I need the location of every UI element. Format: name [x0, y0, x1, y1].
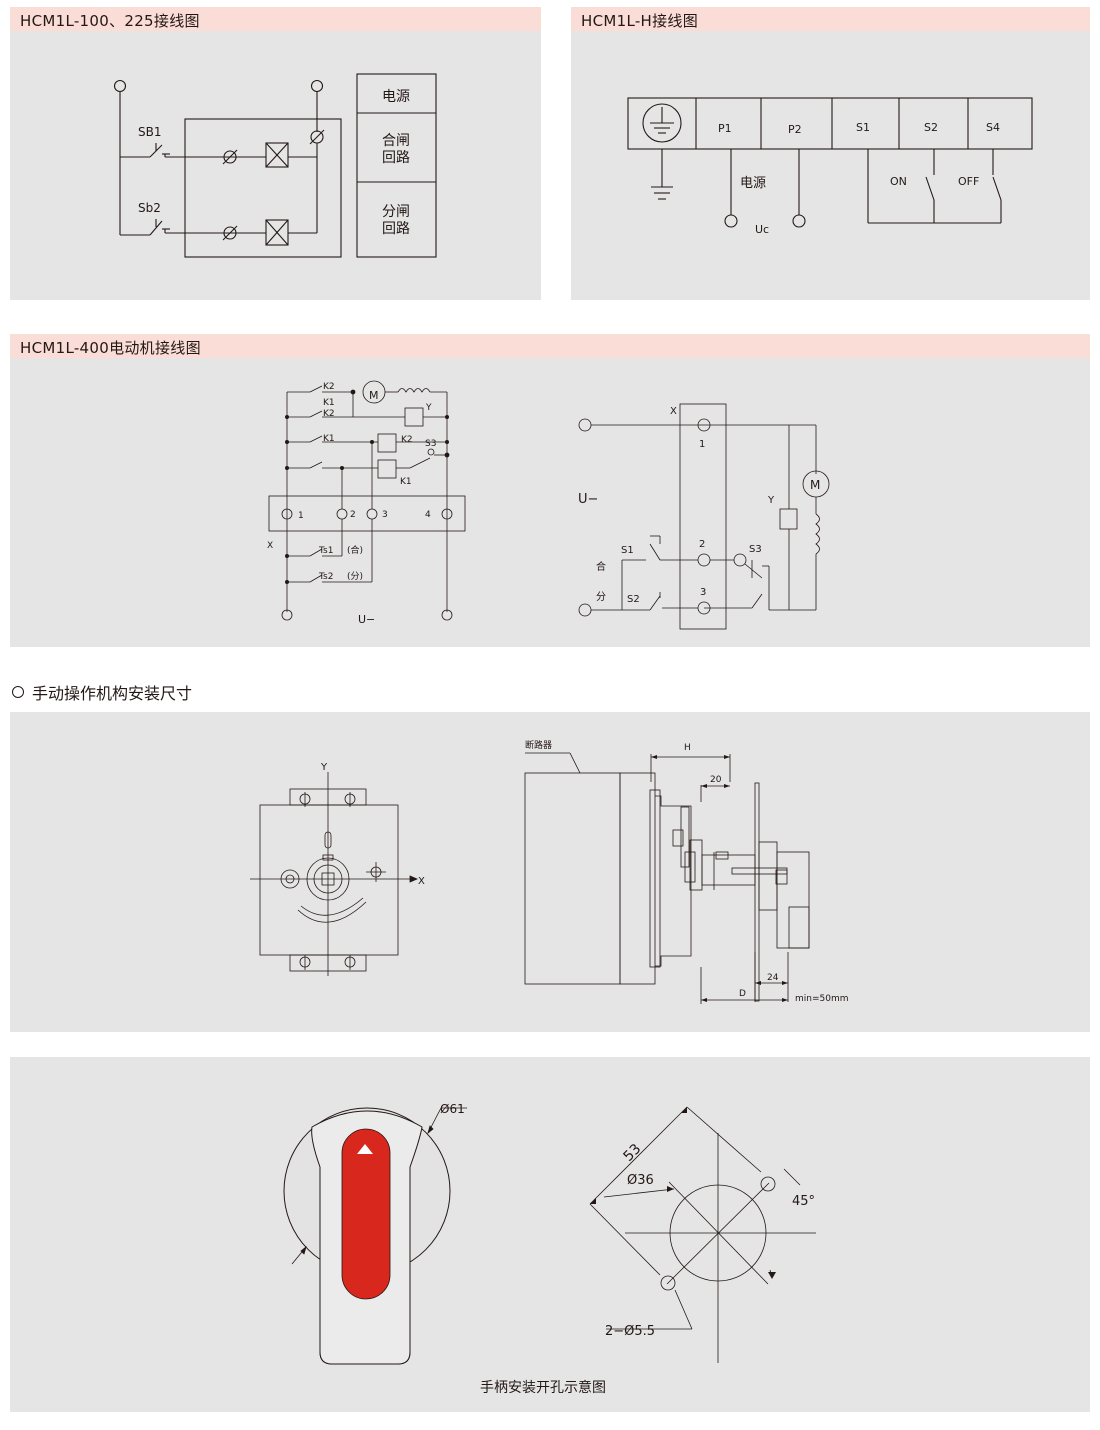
- terminal-4-label: 4: [425, 510, 431, 520]
- motor-wiring-diagram: K2 K1 K2 K1 M Y K2 S3 K1 1 2 3 4 X Ts1 (…: [267, 380, 830, 630]
- panel-hcm1l-100-225: HCM1L-100、225接线图: [10, 7, 541, 300]
- panel-title: HCM1L-100、225接线图: [20, 12, 200, 30]
- y-label-right: Y: [767, 495, 775, 506]
- panel-header: HCM1L-H接线图: [571, 7, 1090, 31]
- dia-36-label: Ø36: [627, 1173, 654, 1188]
- dim-d-label: D: [739, 989, 746, 999]
- s1-label-right: S1: [621, 545, 634, 556]
- section-heading: 手动操作机构安装尺寸: [12, 680, 192, 704]
- s3-label-right: S3: [749, 544, 762, 555]
- min-distance-label: min=50mm: [795, 994, 849, 1004]
- ts2-label: Ts2: [318, 572, 333, 582]
- panel-header: HCM1L-400电动机接线图: [10, 334, 1090, 358]
- terminal-s1: S1: [856, 121, 870, 134]
- s3-label-left: S3: [425, 439, 436, 449]
- panel-hcm1l-400-motor: HCM1L-400电动机接线图: [10, 334, 1090, 647]
- terminal-s2: S2: [924, 121, 938, 134]
- motor-label-left: M: [369, 389, 379, 402]
- node-1-label: 1: [699, 439, 705, 450]
- section-title: 手动操作机构安装尺寸: [32, 684, 193, 703]
- x-label-right: X: [670, 406, 677, 417]
- k2-label-top: K2: [323, 382, 335, 392]
- on-label: ON: [890, 175, 907, 188]
- table-power-label: 电源: [382, 89, 410, 105]
- ts1-label: Ts1: [318, 546, 333, 556]
- u-label-left: U−: [358, 613, 375, 626]
- ts2-open-label: (分): [347, 571, 363, 582]
- off-label: OFF: [958, 175, 979, 188]
- panel-hcm1l-h: HCM1L-H接线图: [571, 7, 1090, 300]
- wiring-diagram-h: P1 P2 S1 S2 S4 电源 Uc ON OFF: [627, 97, 1033, 236]
- k1-label-row2: K1: [323, 398, 335, 408]
- wiring-diagram-100-225: SB1 Sb2 电源 合闸 回路 分闸 回路: [113, 73, 437, 258]
- panel-header: HCM1L-100、225接线图: [10, 7, 541, 31]
- circle-bullet-icon: [12, 686, 24, 698]
- dim-53-label: 53: [621, 1141, 645, 1165]
- holes-label: 2−Ø5.5: [605, 1324, 655, 1339]
- x-axis-label: X: [418, 876, 425, 887]
- k2-coil-label: K2: [401, 435, 413, 445]
- panel-handle-cutout: Ø61 53 Ø36 45° 2−Ø5.5: [10, 1057, 1090, 1412]
- ts1-close-label: (合): [347, 544, 363, 556]
- dia-61-label: Ø61: [440, 1102, 465, 1116]
- terminal-s4: S4: [986, 121, 1000, 134]
- sb1-label: SB1: [138, 125, 161, 139]
- motor-label-right: M: [810, 478, 820, 492]
- power-label: 电源: [740, 176, 766, 191]
- dim-h-label: H: [684, 743, 691, 753]
- cutout-caption: 手柄安装开孔示意图: [480, 1379, 606, 1396]
- terminal-1-label: 1: [298, 511, 304, 521]
- arrow-up-icon: [357, 1144, 373, 1154]
- terminal-p2: P2: [788, 123, 802, 136]
- table-open-label-1: 分闸: [382, 204, 410, 220]
- table-close-label-1: 合闸: [382, 133, 410, 149]
- uc-label: Uc: [755, 223, 769, 236]
- dim-24-label: 24: [767, 973, 779, 983]
- panel-title: HCM1L-H接线图: [581, 12, 699, 30]
- node-2-label: 2: [699, 539, 705, 550]
- node-3-label: 3: [700, 587, 706, 598]
- x-label-left: X: [267, 541, 273, 551]
- y-label-left: Y: [425, 403, 432, 413]
- s2-label-right: S2: [627, 594, 640, 605]
- panel-manual-mechanism-dimensions: Y X 断路器 H 20 24 D min=50mm: [10, 712, 1090, 1032]
- terminal-2-label: 2: [350, 510, 356, 520]
- table-close-label-2: 回路: [382, 150, 410, 166]
- handle-cutout-drawing: Ø61 53 Ø36 45° 2−Ø5.5: [283, 1102, 816, 1396]
- terminal-3-label: 3: [382, 510, 388, 520]
- dim-20-label: 20: [710, 775, 722, 785]
- u-label-right: U−: [578, 492, 598, 507]
- red-handle-grip: [341, 1128, 391, 1300]
- terminal-p1: P1: [718, 122, 732, 135]
- k1-coil-label: K1: [400, 477, 412, 487]
- k1-label-row3: K1: [323, 434, 335, 444]
- close-label-right: 合: [596, 560, 606, 573]
- panel-title: HCM1L-400电动机接线图: [20, 339, 201, 357]
- y-axis-label: Y: [320, 762, 328, 773]
- mechanism-drawing: Y X 断路器 H 20 24 D min=50mm: [250, 739, 849, 1004]
- k2-label-row2: K2: [323, 409, 335, 419]
- sb2-label: Sb2: [138, 201, 161, 215]
- angle-45-label: 45°: [792, 1194, 815, 1209]
- table-open-label-2: 回路: [382, 221, 410, 237]
- breaker-label: 断路器: [525, 739, 552, 751]
- open-label-right: 分: [596, 591, 606, 603]
